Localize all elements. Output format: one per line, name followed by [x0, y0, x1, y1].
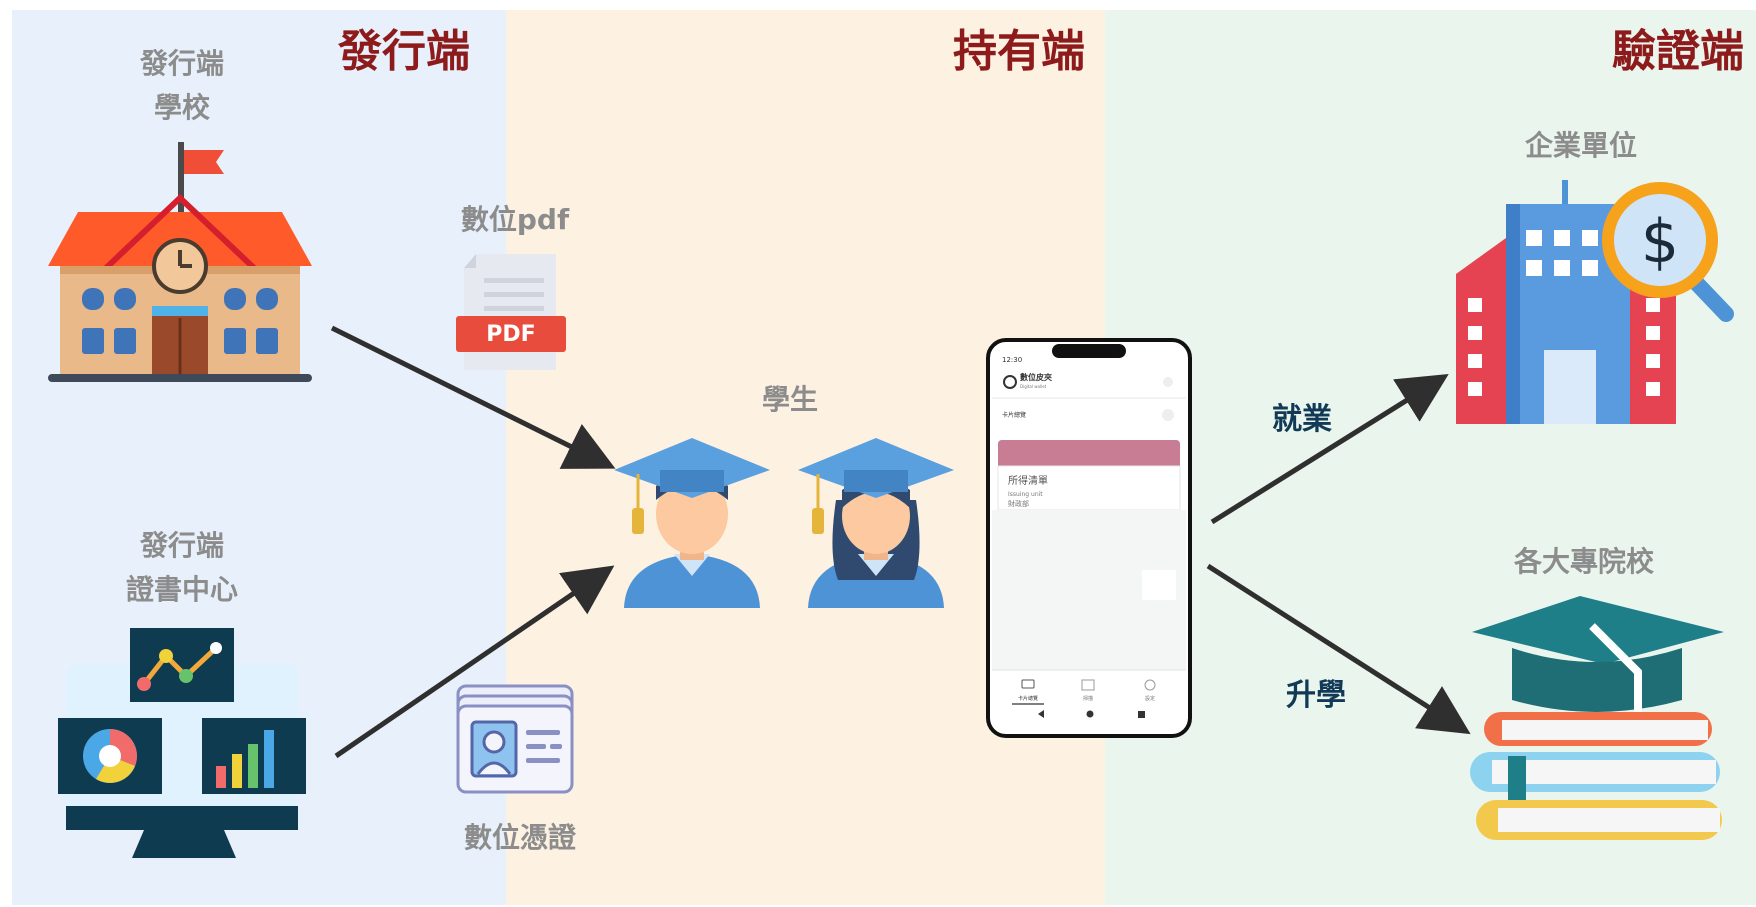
digital-wallet-phone: 12:30 數位皮夾 Digital wallet 卡片總覽 所得清單 Issu…: [986, 338, 1192, 738]
issuer-zone-title: 發行端: [338, 26, 470, 77]
pdf-badge-text: PDF: [486, 322, 535, 347]
phone-section-title: 卡片總覽: [1002, 411, 1026, 419]
cert-center-label-line1: 發行端: [139, 529, 224, 562]
verifier-zone-title: 驗證端: [1612, 26, 1744, 77]
phone-card-issuer-label: Issuing unit: [1008, 491, 1043, 498]
cert-center-label-line2: 證書中心: [125, 573, 238, 606]
phone-card-title[interactable]: 所得清單: [1008, 474, 1048, 487]
phone-tab-cards[interactable]: 卡片總覽: [1018, 695, 1038, 702]
student-label: 學生: [761, 383, 818, 416]
digital-credential-label: 數位憑證: [463, 821, 576, 854]
enterprise-audit-icon: $: [1450, 174, 1740, 426]
arrow-cert-center-to-student: [334, 565, 615, 759]
school-building-icon: [48, 138, 314, 384]
arrow-phone-to-enterprise: [1210, 374, 1449, 525]
svg-text:$: $: [1641, 207, 1679, 277]
graduate-students-icon: [614, 430, 960, 612]
school-label-line2: 學校: [153, 91, 210, 124]
pdf-document-icon: PDF: [456, 254, 568, 370]
school-label: 發行端 學校: [112, 42, 252, 130]
school-label-line1: 發行端: [139, 47, 224, 80]
universities-label: 各大專院校: [1513, 545, 1654, 578]
phone-app-name: 數位皮夾: [1020, 372, 1052, 382]
arrow-school-to-student: [330, 325, 616, 469]
phone-tab-settings[interactable]: 設定: [1145, 695, 1155, 702]
phone-card-issuer: 財政部: [1008, 499, 1029, 508]
holder-zone-title: 持有端: [953, 26, 1085, 77]
employment-label: 就業: [1272, 402, 1332, 437]
cert-center-label: 發行端 證書中心: [108, 524, 256, 612]
id-card-icon: [454, 682, 580, 796]
arrow-phone-to-universities: [1206, 563, 1471, 735]
dashboard-monitor-icon: [56, 626, 312, 858]
further-study-label: 升學: [1286, 678, 1346, 713]
digital-pdf-label: 數位pdf: [460, 203, 570, 236]
phone-tab-scan[interactable]: 掃描: [1083, 695, 1093, 702]
phone-time: 12:30: [1002, 356, 1022, 364]
phone-app-subtitle: Digital wallet: [1020, 384, 1047, 389]
enterprise-label: 企業單位: [1524, 129, 1637, 162]
books-graduation-cap-icon: [1462, 596, 1732, 866]
